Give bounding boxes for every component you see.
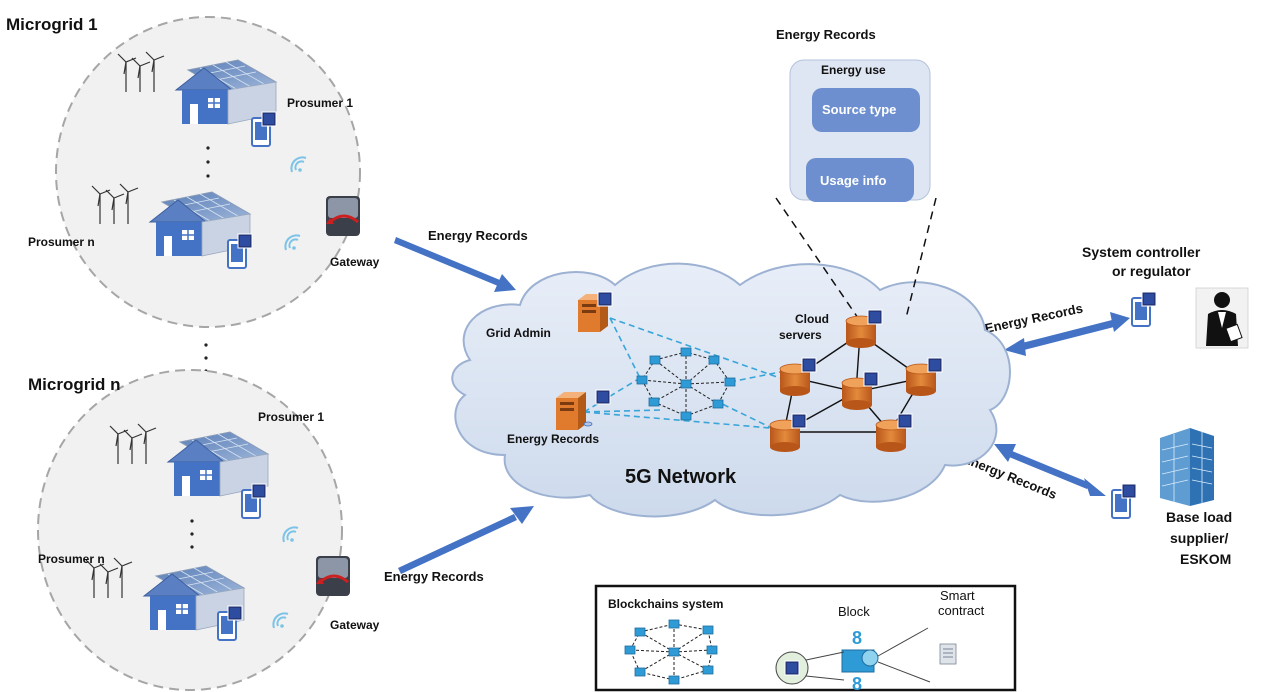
base-load-line3: ESKOM bbox=[1180, 551, 1231, 567]
source-type-pill bbox=[812, 88, 920, 132]
arrow-label-bottom-left: Energy Records bbox=[384, 569, 484, 584]
building-icon bbox=[1160, 428, 1214, 506]
prosumer-n-label: Prosumer n bbox=[38, 552, 105, 566]
ellipsis-dots bbox=[190, 519, 194, 549]
energy-records-label: Energy Records bbox=[507, 432, 599, 446]
arrow-cloud-to-regulator bbox=[1004, 312, 1130, 356]
microgrid-1: Microgrid 1 Prosumer 1 Prosumer n Gatewa… bbox=[6, 15, 380, 328]
arrow-label-right-top: Energy Records bbox=[984, 301, 1085, 336]
microgrid-1-title: Microgrid 1 bbox=[6, 15, 98, 34]
grid-admin-label: Grid Admin bbox=[486, 326, 551, 340]
regulator-person-icon bbox=[1195, 287, 1249, 349]
panel-zoom-lines bbox=[775, 197, 937, 319]
block-icon bbox=[841, 649, 879, 673]
arrow-microgridn-to-cloud bbox=[398, 506, 534, 574]
document-icon bbox=[939, 643, 957, 665]
legend-box: Blockchains system Block Smart contract … bbox=[594, 584, 1017, 692]
microgrid-n: Microgrid n Prosumer 1 Prosumer n Gatewa… bbox=[28, 369, 380, 691]
admin-links bbox=[583, 317, 781, 433]
legend-smart-line2: contract bbox=[938, 603, 985, 618]
smart-device-badge bbox=[597, 291, 613, 307]
energy-records-panel: Energy use Source type Usage info bbox=[789, 59, 931, 202]
legend-blockchain-title: Blockchains system bbox=[608, 597, 723, 611]
usage-info-label: Usage info bbox=[820, 173, 887, 188]
smart-device-icon bbox=[1111, 483, 1137, 519]
network-label: 5G Network bbox=[625, 466, 737, 488]
source-type-label: Source type bbox=[822, 102, 896, 117]
panel-subtitle: Energy use bbox=[821, 63, 886, 77]
usage-info-pill bbox=[806, 158, 914, 202]
blockchain-network bbox=[636, 347, 736, 421]
base-load-line2: supplier/ bbox=[1170, 530, 1228, 546]
arrow-label-top-left: Energy Records bbox=[428, 228, 528, 243]
arrow-cloud-to-eskom bbox=[994, 444, 1106, 496]
smart-device-badge bbox=[595, 389, 611, 405]
smart-device-icon bbox=[1131, 291, 1157, 327]
prosumer-1-label: Prosumer 1 bbox=[258, 410, 324, 424]
system-controller-line1: System controller bbox=[1082, 244, 1201, 260]
legend-smart-line1: Smart bbox=[940, 588, 975, 603]
system-controller-line2: or regulator bbox=[1112, 263, 1191, 279]
gateway-label: Gateway bbox=[330, 618, 380, 632]
cloud-servers-line2: servers bbox=[779, 328, 822, 342]
panel-title: Energy Records bbox=[776, 27, 876, 42]
ellipsis-dots bbox=[206, 146, 210, 178]
legend-blockchain-network bbox=[624, 619, 718, 685]
prosumer-n-label: Prosumer n bbox=[28, 235, 95, 249]
gateway-icon bbox=[324, 194, 362, 238]
database-icon bbox=[583, 421, 593, 427]
energy-records-server-icon bbox=[556, 392, 586, 430]
microgrid-separator-dots bbox=[204, 343, 208, 373]
svg-text:8: 8 bbox=[852, 674, 862, 692]
legend-block-label: Block bbox=[838, 604, 870, 619]
legend-block-zoom bbox=[775, 627, 931, 685]
gateway-label: Gateway bbox=[330, 255, 380, 269]
svg-text:8: 8 bbox=[852, 628, 862, 648]
cloud-servers-line1: Cloud bbox=[795, 312, 829, 326]
arrow-microgrid1-to-cloud bbox=[394, 237, 516, 292]
base-load-line1: Base load bbox=[1166, 509, 1232, 525]
microgrid-n-title: Microgrid n bbox=[28, 375, 121, 394]
prosumer-1-label: Prosumer 1 bbox=[287, 96, 353, 110]
chain-link-icon: 8 8 bbox=[852, 628, 862, 692]
gateway-icon bbox=[314, 554, 352, 598]
